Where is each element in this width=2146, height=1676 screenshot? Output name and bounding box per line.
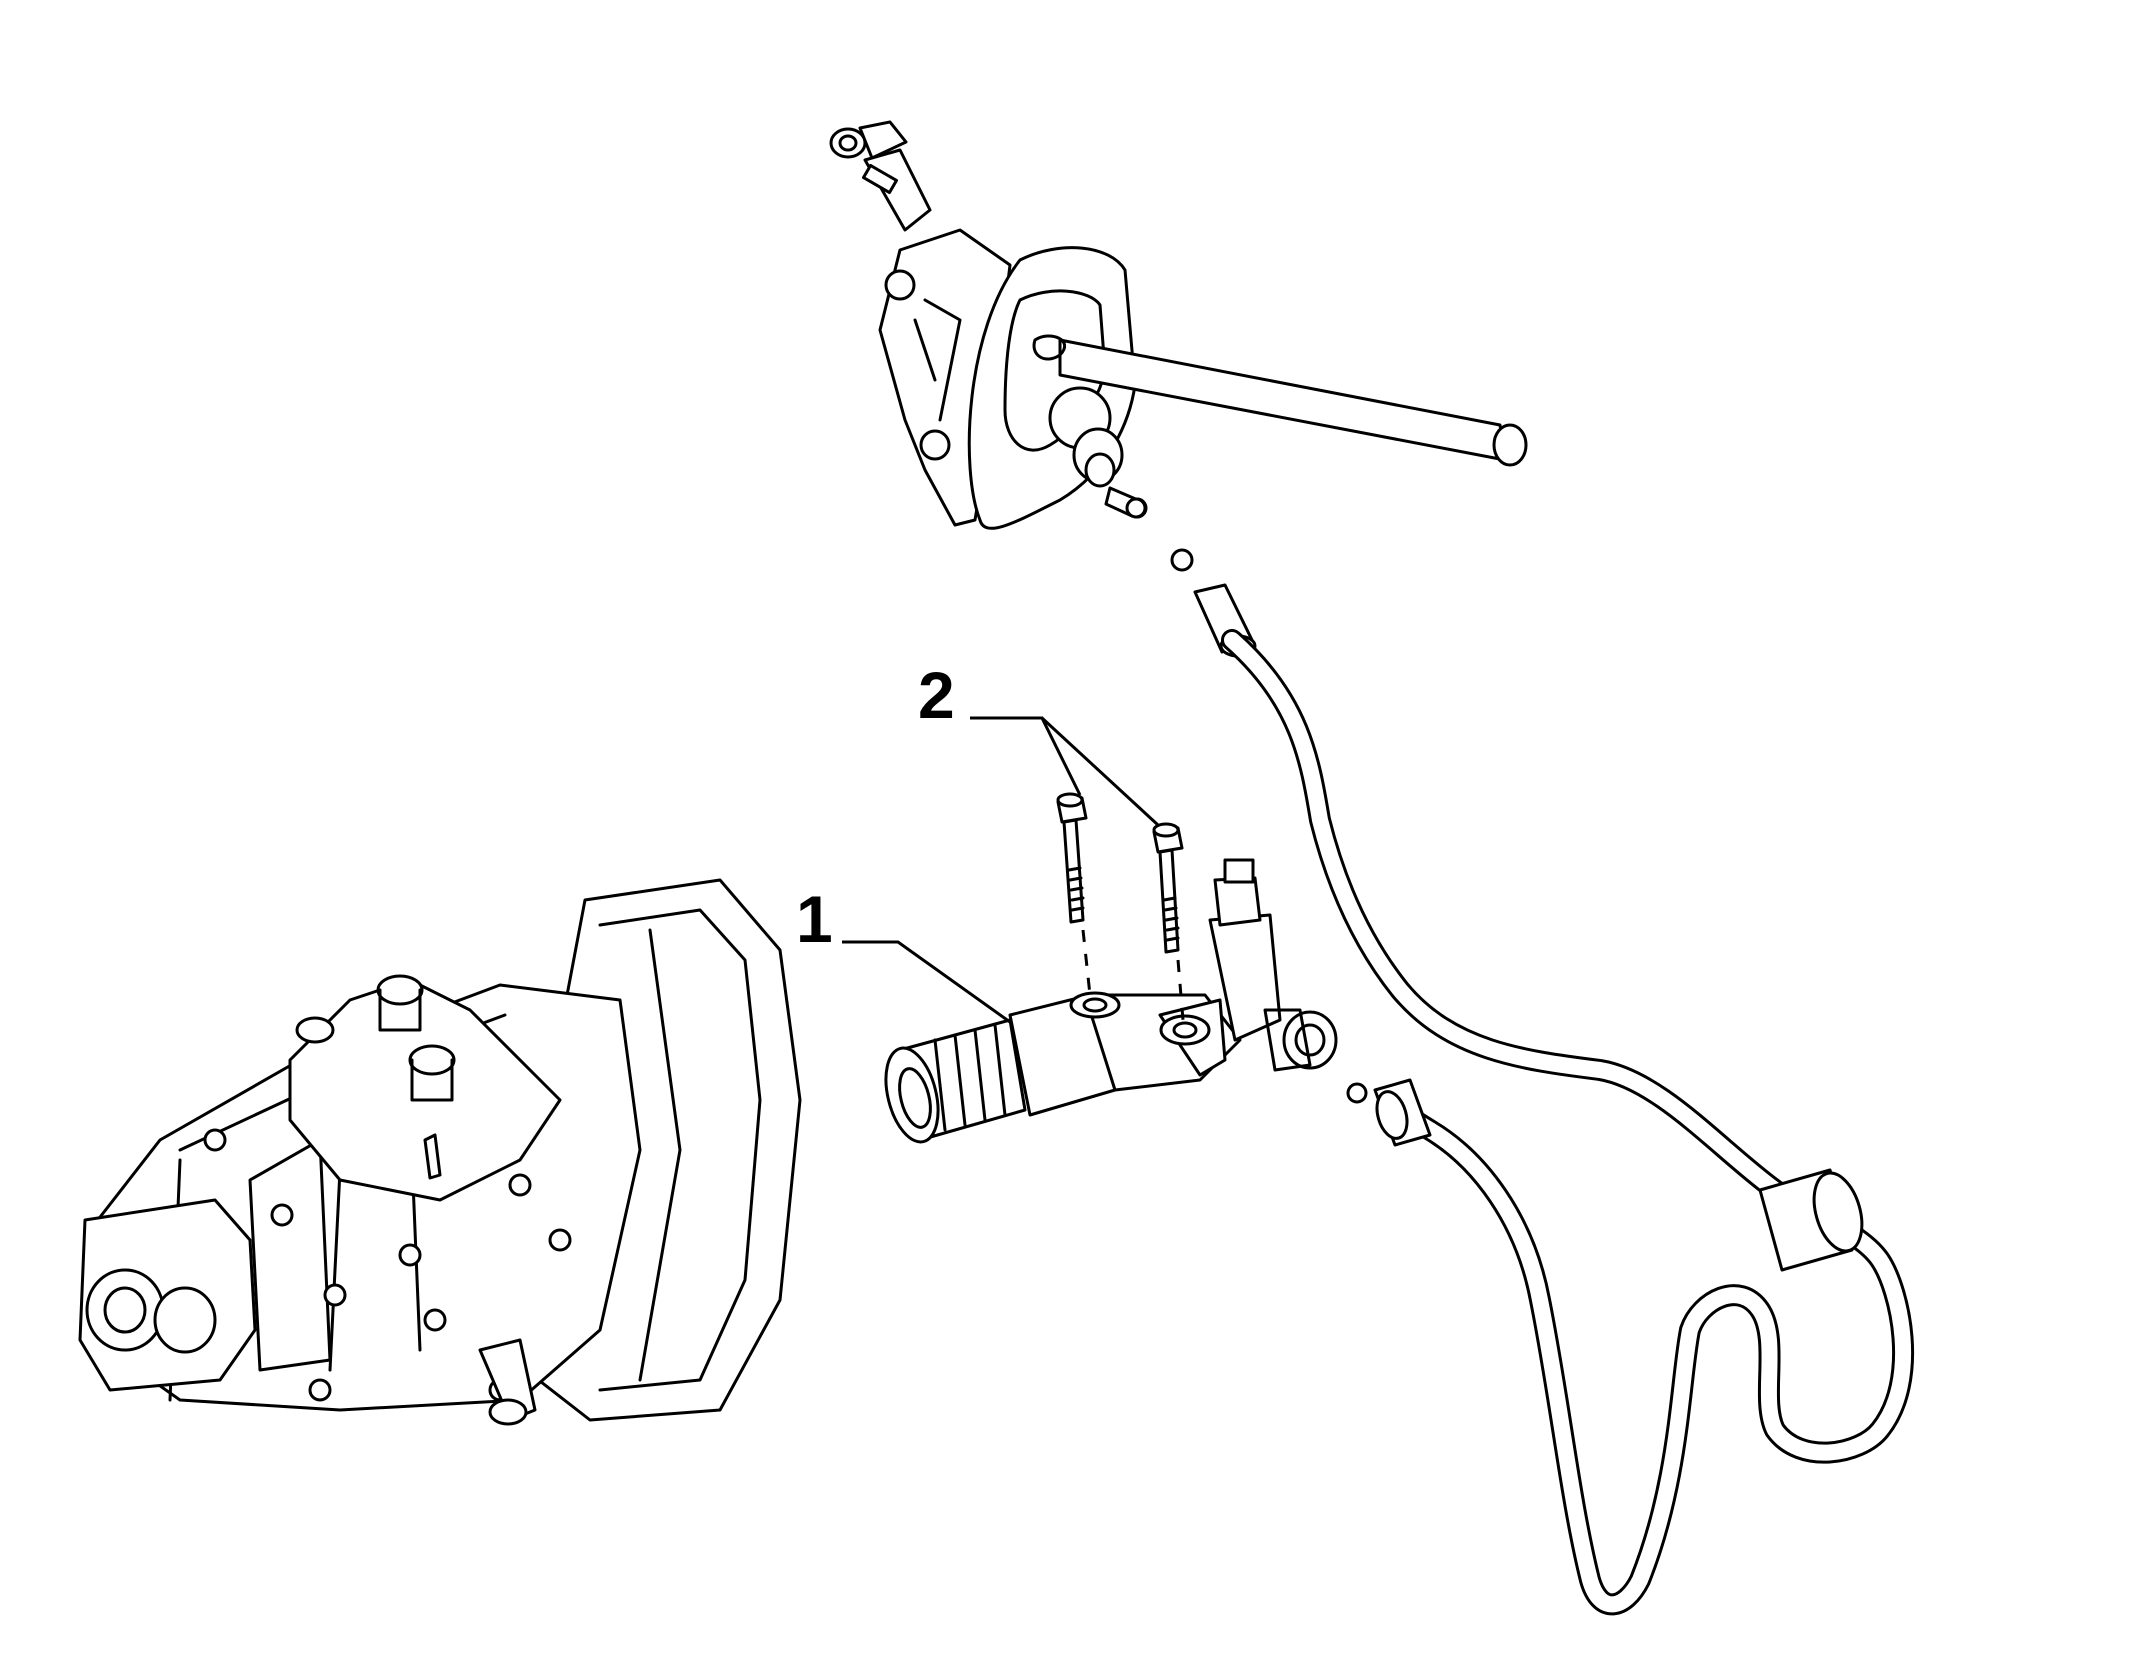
bolt-right-axis	[1176, 959, 1185, 1021]
callout-1: 1	[796, 882, 1011, 1024]
clutch-slave-cylinder	[884, 858, 1338, 1144]
callout-2-leader-main	[970, 716, 1082, 796]
seal-ring	[1125, 497, 1147, 519]
callout-1-leader	[842, 940, 1011, 1024]
gear-lever-assembly	[829, 120, 1528, 530]
callout-2: 2	[918, 658, 1160, 827]
bolt-left	[1056, 792, 1088, 924]
bolt-left-axis	[1081, 929, 1092, 996]
callout-2-leader-branch	[1040, 716, 1160, 827]
bolt-right	[1152, 822, 1184, 954]
callout-label: 1	[796, 882, 833, 956]
o-ring	[1170, 548, 1194, 572]
callout-label: 2	[918, 658, 955, 732]
gearbox-housing	[78, 878, 802, 1426]
clutch-hydraulic-hose	[1193, 583, 1915, 1616]
